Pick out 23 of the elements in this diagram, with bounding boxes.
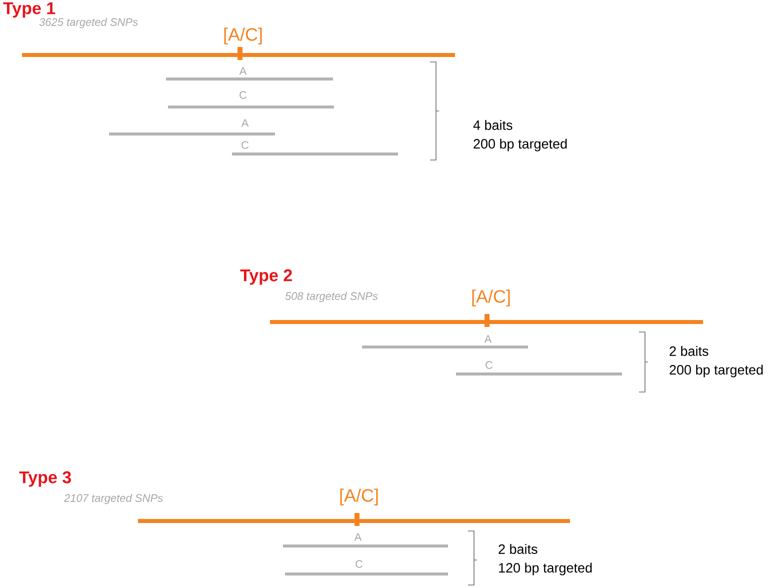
type-heading: Type 3	[19, 471, 71, 487]
base-label: A	[239, 67, 247, 75]
type-heading: Type 1	[3, 2, 56, 18]
bait-count: 2 baits	[670, 346, 708, 356]
allele-label: [A/C]	[224, 28, 262, 44]
base-label: C	[486, 361, 493, 369]
snp-count: 508 targeted SNPs	[285, 292, 378, 302]
target-length: 200 bp targeted	[670, 364, 763, 378]
allele-label: [A/C]	[472, 290, 510, 306]
bait-count: 2 baits	[498, 544, 538, 554]
base-label: C	[240, 91, 247, 99]
base-label: A	[354, 533, 362, 541]
base-label: C	[356, 560, 363, 568]
target-length: 120 bp targeted	[499, 562, 592, 576]
target-length: 200 bp targeted	[474, 138, 567, 152]
snp-count: 2107 targeted SNPs	[64, 494, 163, 504]
bait-count: 4 baits	[473, 120, 512, 130]
allele-label: [A/C]	[340, 488, 378, 506]
snp-count: 3625 targeted SNPs	[39, 18, 138, 28]
base-label: A	[241, 119, 249, 127]
type-heading: Type 2	[240, 269, 292, 285]
base-label: A	[484, 335, 492, 343]
base-label: C	[242, 141, 249, 149]
